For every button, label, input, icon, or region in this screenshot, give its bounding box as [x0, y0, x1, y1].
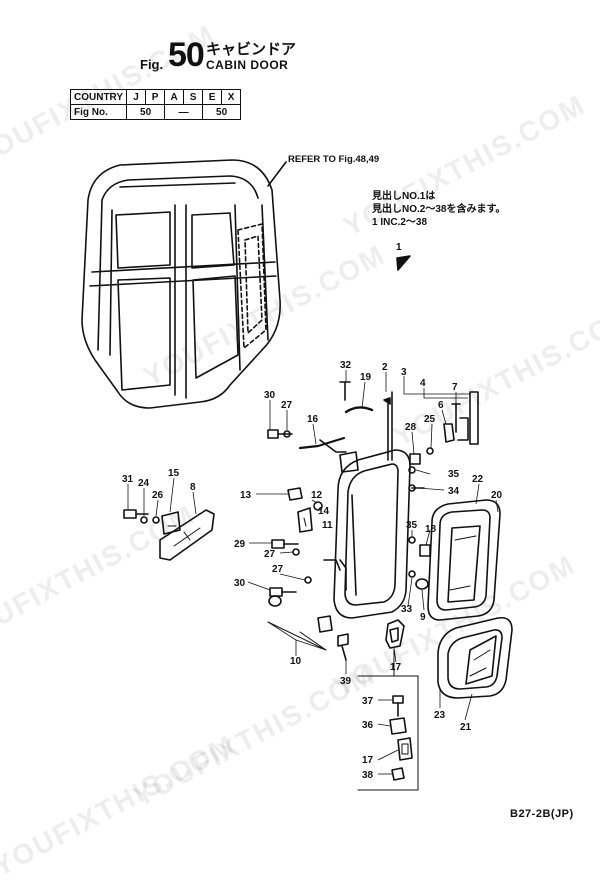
striker-assembly [357, 619, 419, 791]
callout-13: 13 [240, 490, 252, 501]
callout-10: 10 [290, 656, 302, 667]
callout-9: 9 [420, 612, 426, 623]
callout-3: 3 [401, 367, 407, 378]
fig-no-ex: 50 [202, 104, 242, 120]
callout-27: 27 [264, 549, 276, 560]
callout-34: 34 [448, 486, 460, 497]
door-frame [323, 449, 411, 619]
cabin-drawing [81, 159, 287, 409]
fig-no-row: Fig No. 50 — 50 [69, 104, 242, 120]
callout-17: 17 [362, 755, 374, 766]
leader-10 [299, 631, 327, 651]
callout-39: 39 [340, 676, 352, 687]
callout-35: 35 [406, 520, 418, 531]
assembly-note: 見出しNO.1は 見出しNO.2〜38を含みます。 1 INC.2〜38 [372, 190, 505, 229]
country-row: COUNTRY J P A S E X [69, 89, 242, 105]
callout-2: 2 [382, 362, 388, 373]
callout-31: 31 [122, 474, 134, 485]
callout-30: 30 [264, 390, 276, 401]
leader-10 [267, 621, 327, 651]
callout-32: 32 [340, 360, 352, 371]
callout-35: 35 [448, 469, 460, 480]
callout-27: 27 [272, 564, 284, 575]
figure-title-jp: キャビンドア [206, 41, 297, 58]
assembly-note-line: 1 INC.2〜38 [372, 217, 428, 228]
callout-21: 21 [460, 722, 472, 733]
callout-14: 14 [318, 506, 330, 517]
callout-6: 6 [438, 400, 444, 411]
leader-lines [127, 370, 499, 775]
footer-code: B27-2B(JP) [510, 808, 574, 820]
callout-38: 38 [362, 770, 374, 781]
figure-number: 50 [168, 36, 205, 74]
callout-18: 18 [425, 524, 437, 535]
assembly-note-line: 見出しNO.1は [372, 191, 436, 202]
lower-parts [268, 536, 431, 661]
callout-24: 24 [138, 478, 150, 489]
callout-16: 16 [307, 414, 319, 425]
callout-25: 25 [424, 414, 436, 425]
lock-assembly [123, 509, 215, 561]
callout-28: 28 [405, 422, 417, 433]
figure-prefix: Fig. [140, 57, 164, 72]
callout-7: 7 [452, 382, 458, 393]
callout-12: 12 [311, 490, 323, 501]
callout-37: 37 [362, 696, 374, 707]
callout-11: 11 [322, 520, 333, 531]
hinge-parts [267, 381, 479, 533]
callout-23: 23 [434, 710, 446, 721]
callout-26: 26 [152, 490, 164, 501]
callout-20: 20 [491, 490, 503, 501]
callout-15: 15 [168, 468, 180, 479]
header: Fig. 50 キャビンドア CABIN DOOR COUNTRY J P A … [0, 0, 600, 130]
callout-1: 1 [396, 242, 402, 253]
callout-17: 17 [390, 662, 402, 673]
door-glass-lower [437, 616, 513, 699]
callout-22: 22 [472, 474, 484, 485]
parts-diagram: 1 2 3 4 7 32 19 30 27 16 28 25 6 31 24 2… [81, 159, 513, 791]
figure-title-en: CABIN DOOR [206, 58, 289, 72]
callout-33: 33 [401, 604, 413, 615]
callout-27: 27 [281, 400, 293, 411]
fig-no-as: — [164, 104, 204, 120]
assembly-arrow-icon [396, 255, 411, 271]
callout-36: 36 [362, 720, 374, 731]
callout-8: 8 [190, 482, 196, 493]
callout-30: 30 [234, 578, 246, 589]
callout-4: 4 [420, 378, 426, 389]
callout-29: 29 [234, 539, 246, 550]
callout-19: 19 [360, 372, 372, 383]
fig-no-jp: 50 [126, 104, 166, 120]
fig-no-label: Fig No. [69, 104, 128, 120]
country-table: COUNTRY J P A S E X Fig No. 50 — 50 [69, 89, 242, 120]
assembly-note-line: 見出しNO.2〜38を含みます。 [372, 204, 506, 215]
refer-note: REFER TO Fig.48,49 [288, 154, 380, 165]
door-glass-upper [427, 499, 501, 621]
callout-labels: 1 2 3 4 7 32 19 30 27 16 28 25 6 31 24 2… [122, 242, 503, 781]
